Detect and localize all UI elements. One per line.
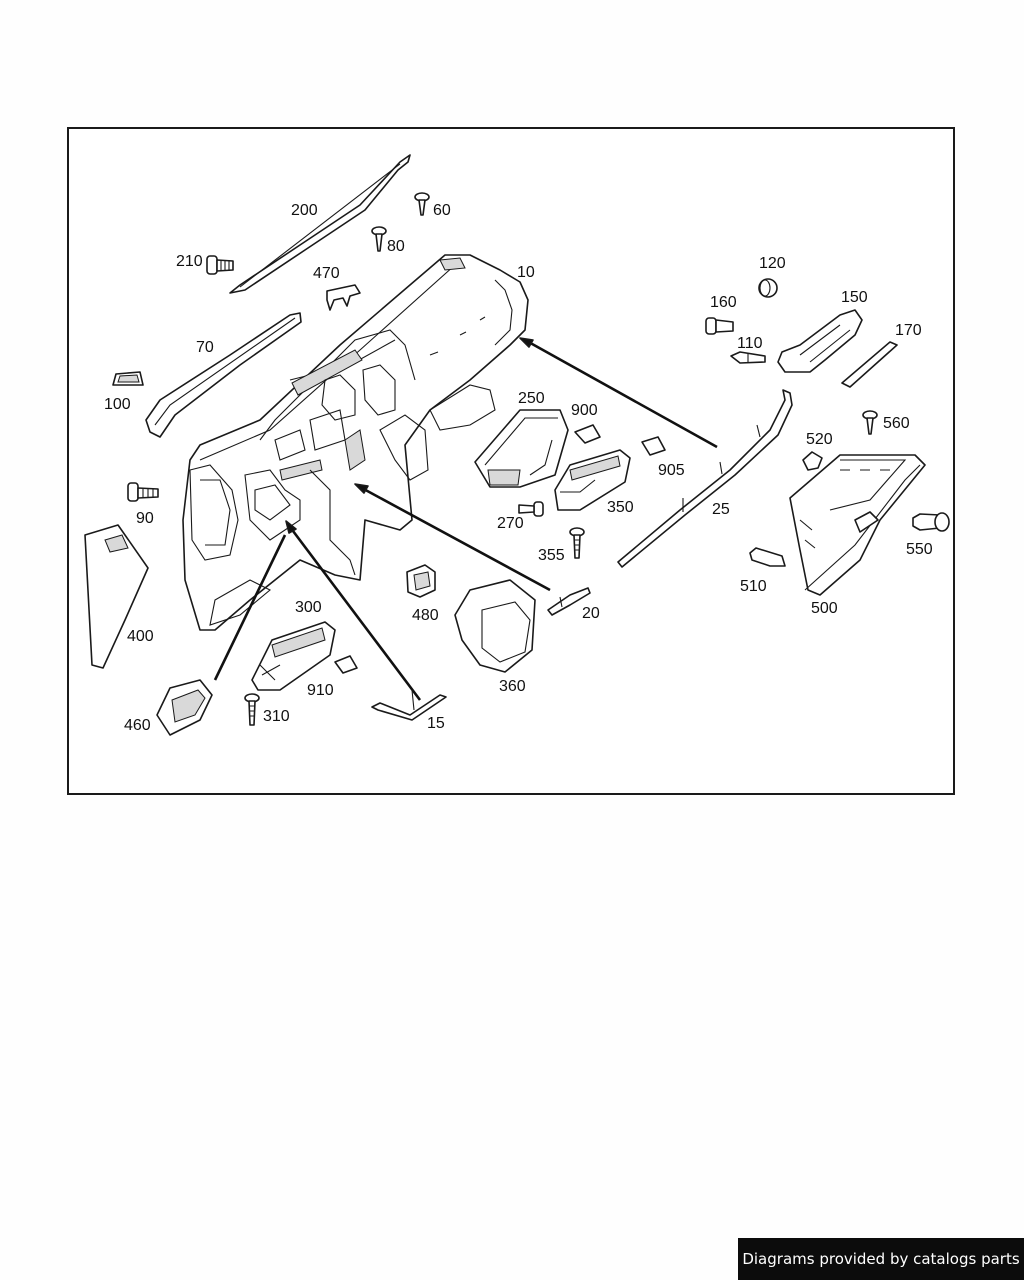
callout-470: 470 xyxy=(313,265,340,282)
callout-355: 355 xyxy=(538,547,565,564)
credit-banner: Diagrams provided by catalogs parts xyxy=(738,1238,1024,1280)
part-400-side-panel xyxy=(84,524,149,669)
callout-210: 210 xyxy=(176,253,203,270)
part-310-bolt xyxy=(244,693,260,726)
part-80-screw xyxy=(371,226,387,252)
callout-120: 120 xyxy=(759,255,786,272)
part-210-screw xyxy=(206,255,234,275)
callout-60: 60 xyxy=(433,202,451,219)
callout-80: 80 xyxy=(387,238,405,255)
part-360-knee-panel xyxy=(454,579,536,673)
callout-500: 500 xyxy=(811,600,838,617)
callout-300: 300 xyxy=(295,599,322,616)
part-160-screw xyxy=(705,317,734,335)
part-90-screw xyxy=(127,482,159,502)
part-100-vent xyxy=(112,371,144,386)
callout-10: 10 xyxy=(517,264,535,281)
part-500-glove-box xyxy=(789,454,926,596)
part-70-side-trim xyxy=(145,312,302,438)
part-550-lock-cylinder xyxy=(912,512,950,532)
part-20-trim xyxy=(547,587,591,616)
callout-550: 550 xyxy=(906,541,933,558)
part-60-screw xyxy=(414,192,430,216)
callout-520: 520 xyxy=(806,431,833,448)
callout-560: 560 xyxy=(883,415,910,432)
callout-510: 510 xyxy=(740,578,767,595)
callout-170: 170 xyxy=(895,322,922,339)
callout-310: 310 xyxy=(263,708,290,725)
part-270-bolt xyxy=(518,501,544,517)
callout-460: 460 xyxy=(124,717,151,734)
callout-150: 150 xyxy=(841,289,868,306)
part-560-screw xyxy=(862,410,878,435)
part-110-pin xyxy=(730,351,766,364)
part-250-airbag-housing xyxy=(474,409,569,488)
callout-350: 350 xyxy=(607,499,634,516)
callout-25: 25 xyxy=(712,501,730,518)
callout-20: 20 xyxy=(582,605,600,622)
part-120-cap xyxy=(758,278,778,298)
part-460-vent xyxy=(156,679,213,736)
callout-905: 905 xyxy=(658,462,685,479)
callout-360: 360 xyxy=(499,678,526,695)
part-10-dashboard-carrier xyxy=(182,254,529,631)
callout-90: 90 xyxy=(136,510,154,527)
callout-400: 400 xyxy=(127,628,154,645)
part-200-trim-strip xyxy=(229,154,411,294)
part-510-latch xyxy=(749,547,786,567)
callout-480: 480 xyxy=(412,607,439,624)
assembly-arrows xyxy=(213,337,718,701)
part-520-clip xyxy=(802,451,823,471)
part-15-trim xyxy=(371,689,447,721)
callout-70: 70 xyxy=(196,339,214,356)
part-300-airbag xyxy=(251,621,336,691)
callout-100: 100 xyxy=(104,396,131,413)
callout-15: 15 xyxy=(427,715,445,732)
part-25-trim-strip xyxy=(617,389,793,568)
part-905-label xyxy=(641,436,666,456)
part-170-strip xyxy=(841,341,898,388)
callout-270: 270 xyxy=(497,515,524,532)
callout-910: 910 xyxy=(307,682,334,699)
part-350-airbag-module xyxy=(554,449,631,511)
part-480-switch xyxy=(406,564,436,598)
callout-110: 110 xyxy=(737,335,763,352)
callout-250: 250 xyxy=(518,390,545,407)
callout-200: 200 xyxy=(291,202,318,219)
part-470-clip xyxy=(326,284,361,311)
part-355-bolt xyxy=(569,527,585,559)
part-910-label xyxy=(334,655,358,674)
part-150-grab-handle xyxy=(777,309,863,373)
callouts: 200 60 80 210 470 10 120 160 150 170 110… xyxy=(104,202,933,734)
callout-160: 160 xyxy=(710,294,737,311)
part-900-label xyxy=(574,424,601,444)
callout-900: 900 xyxy=(571,402,598,419)
